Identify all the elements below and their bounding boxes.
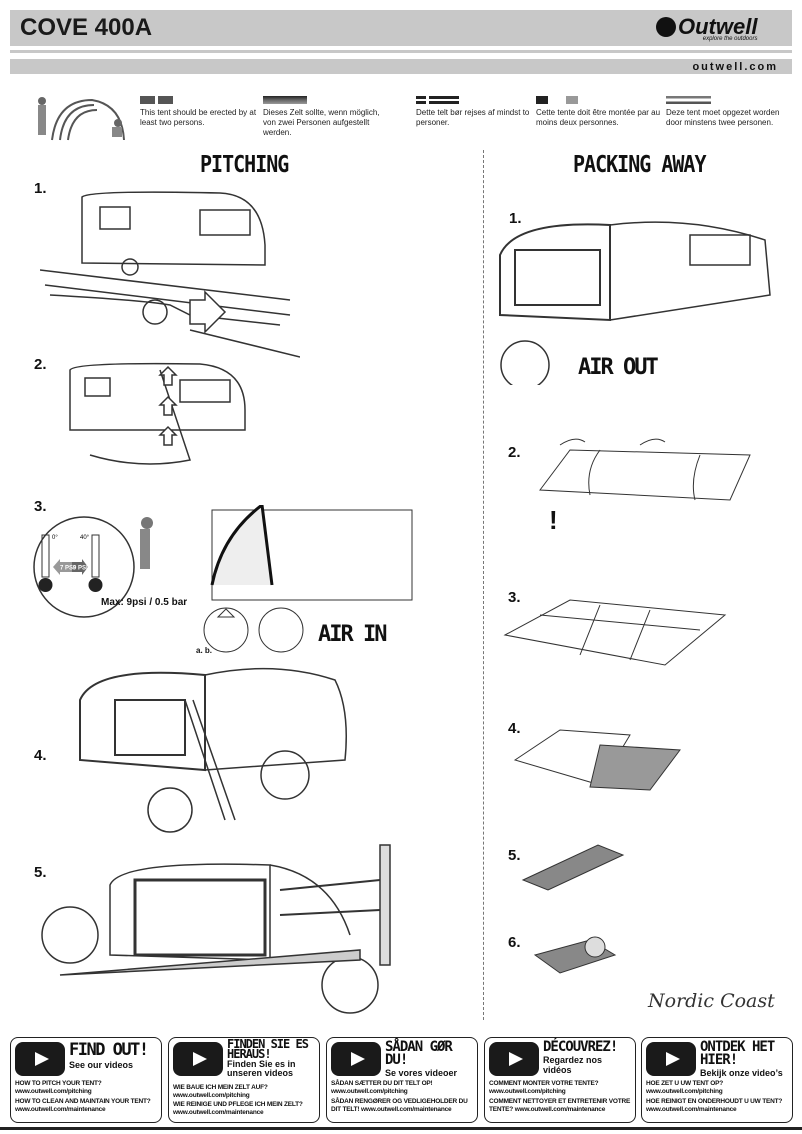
gauge-arrow-right (72, 559, 88, 575)
pack-step-5: 5. (508, 847, 521, 864)
lang-dk-text: Dette telt bør rejses af mindst to perso… (416, 108, 530, 127)
lang-nl-text: Deze tent moet opgezet worden door minst… (666, 108, 780, 127)
pack5-folded-strip-illustration (521, 844, 625, 891)
gauge-low: 0° (52, 535, 58, 541)
step4-awning-pegging-illustration (79, 667, 347, 833)
fr-flag-icon (536, 96, 661, 104)
play-icon[interactable] (646, 1042, 696, 1076)
pack3-folded-illustration (503, 599, 727, 666)
video-box-de[interactable]: FINDEN SIE ES HERAUS!Finden Sie es in un… (168, 1037, 320, 1123)
maintenance-link: www.outwell.com/maintenance (15, 1106, 106, 1113)
website-bar (10, 59, 792, 74)
play-icon[interactable] (331, 1042, 381, 1076)
product-title: COVE 400A (20, 14, 153, 41)
video-heading: FINDEN SIE ES HERAUS!Finden Sie es in un… (227, 1037, 309, 1078)
section-divider (483, 150, 484, 1020)
lang-fr: Cette tente doit être montée par au moin… (536, 96, 661, 128)
valve-labels: a. b. (196, 646, 213, 655)
play-icon[interactable] (173, 1042, 223, 1076)
lang-en-text: This tent should be erected by at least … (140, 108, 257, 127)
pack-step-2: 2. (508, 444, 521, 461)
valve-icons (203, 607, 304, 653)
gauge-high: 40° (80, 535, 90, 541)
pack-step-6: 6. (508, 934, 521, 951)
pitching-link: www.outwell.com/pitching (15, 1088, 92, 1095)
step2-awning-insert-illustration (69, 362, 246, 465)
maintenance-link: www.outwell.com/maintenance (646, 1106, 737, 1113)
gauge-psi-high: 9 PSI (73, 566, 88, 572)
pitching-link: www.outwell.com/pitching (173, 1092, 250, 1099)
pitch-step-4: 4. (34, 747, 47, 764)
video-heading: ONTDEK HET HIER!Bekijk onze video’s (700, 1039, 783, 1078)
lang-fr-text: Cette tente doit être montée par au moin… (536, 108, 661, 127)
play-icon[interactable] (489, 1042, 539, 1076)
pitch-step-5: 5. (34, 864, 47, 881)
pack6-rolled-illustration (533, 936, 617, 974)
pack-step-4: 4. (508, 720, 521, 737)
maintenance-link: www.outwell.com/maintenance (173, 1109, 264, 1116)
website: outwell.com (692, 61, 778, 73)
pitching-link: www.outwell.com/pitching (331, 1088, 408, 1095)
dk-flag-icon (416, 96, 541, 104)
pack1-awning-illustration (499, 221, 771, 385)
outwell-logo-icon (656, 17, 676, 37)
lang-de-text: Dieses Zelt sollte, wenn möglich, von zw… (263, 108, 380, 137)
pitching-link: www.outwell.com/pitching (646, 1088, 723, 1095)
pitch-step-3: 3. (34, 498, 47, 515)
pitch-step-1: 1. (34, 180, 47, 197)
two-persons-illustration (38, 97, 125, 141)
uk-flag-icon (140, 96, 265, 104)
pitching-link: www.outwell.com/pitching (489, 1088, 566, 1095)
nl-flag-icon (666, 96, 791, 104)
pitch-step-2: 2. (34, 356, 47, 373)
brand-name: Outwell (678, 14, 758, 39)
max-pressure-label: Max: 9psi / 0.5 bar (101, 597, 188, 608)
header-divider (10, 50, 792, 53)
warning-icon: ! (549, 505, 558, 535)
pack-step-3: 3. (508, 589, 521, 606)
maintenance-link: www.outwell.com/maintenance (514, 1106, 606, 1113)
video-heading: SÅDAN GØR DU!Se vores videoer (385, 1039, 458, 1078)
step1-caravan-rail-illustration (40, 191, 300, 358)
de-flag-icon (263, 96, 388, 104)
maintenance-link: www.outwell.com/maintenance (361, 1106, 452, 1113)
gauge-psi-low: 7 PSI (60, 566, 75, 572)
nordic-coast-logo: Nordic Coast (648, 990, 775, 1012)
lang-nl: Deze tent moet opgezet worden door minst… (666, 96, 791, 128)
footer-rule (0, 1127, 802, 1130)
step5-storm-straps-illustration (41, 844, 391, 1014)
pack-step-1: 1. (509, 210, 522, 227)
pack4-roll-illustration (513, 729, 681, 791)
lang-en: This tent should be erected by at least … (140, 96, 265, 128)
air-in-label: AIR IN (318, 622, 387, 647)
brand-tagline: explore the outdoors (702, 36, 758, 42)
play-icon[interactable] (15, 1042, 65, 1076)
video-heading: DÉCOUVREZ!Regardez nos vidéos (543, 1039, 618, 1075)
packing-title: PACKING AWAY (573, 150, 706, 178)
air-out-label: AIR OUT (578, 355, 659, 380)
lang-dk: Dette telt bør rejses af mindst to perso… (416, 96, 541, 128)
video-heading: FIND OUT!See our videos (69, 1040, 149, 1070)
pack2-fold-illustration (539, 438, 751, 501)
pitching-title: PITCHING (200, 150, 289, 178)
lang-de: Dieses Zelt sollte, wenn möglich, von zw… (263, 96, 388, 138)
